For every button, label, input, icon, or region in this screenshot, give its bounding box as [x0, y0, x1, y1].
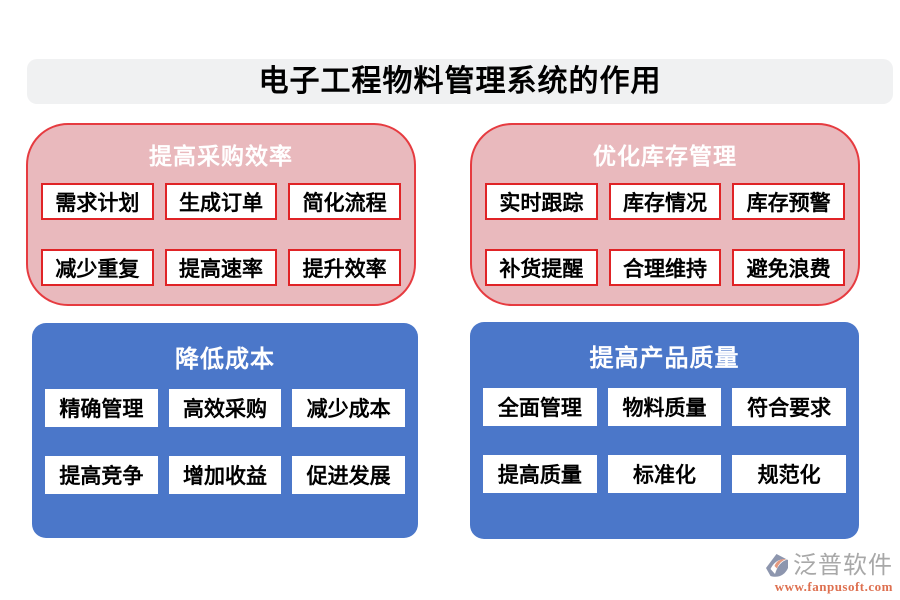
- page-title: 电子工程物料管理系统的作用: [258, 64, 662, 98]
- group-items: 精确管理 高效采购 减少成本 提高竞争 增加收益 促进发展: [32, 389, 418, 494]
- item-chip: 精确管理: [45, 389, 158, 427]
- item-chip: 生成订单: [164, 183, 278, 220]
- title-bar: 电子工程物料管理系统的作用: [27, 59, 893, 104]
- item-chip: 符合要求: [732, 388, 846, 426]
- item-chip: 全面管理: [483, 388, 597, 426]
- item-chip: 合理维持: [608, 249, 722, 286]
- item-chip: 减少重复: [41, 249, 154, 286]
- item-chip: 需求计划: [41, 183, 154, 220]
- item-chip: 物料质量: [607, 388, 722, 426]
- watermark-url: www.fanpusoft.com: [774, 579, 893, 594]
- item-chip: 实时跟踪: [485, 183, 598, 220]
- item-chip: 增加收益: [168, 456, 282, 494]
- item-chip: 库存预警: [732, 183, 845, 220]
- item-chip: 标准化: [607, 455, 722, 493]
- item-chip: 规范化: [732, 455, 846, 493]
- item-chip: 高效采购: [168, 389, 282, 427]
- item-chip: 库存情况: [608, 183, 722, 220]
- watermark: 泛普软件 www.fanpusoft.com: [764, 553, 893, 593]
- watermark-row: 泛普软件: [764, 553, 893, 579]
- group-title: 提高产品质量: [589, 344, 740, 372]
- item-chip: 促进发展: [292, 456, 405, 494]
- group-items: 全面管理 物料质量 符合要求 提高质量 标准化 规范化: [470, 388, 859, 493]
- group-title: 降低成本: [175, 345, 275, 373]
- fanpu-logo-icon: [764, 553, 790, 579]
- item-chip: 减少成本: [292, 389, 405, 427]
- item-chip: 提高竞争: [45, 456, 158, 494]
- item-chip: 提升效率: [288, 249, 401, 286]
- watermark-brand: 泛普软件: [793, 553, 893, 579]
- group-procurement-efficiency: 提高采购效率 需求计划 生成订单 简化流程 减少重复 提高速率 提升效率: [26, 123, 416, 306]
- item-chip: 补货提醒: [485, 249, 598, 286]
- group-title: 优化库存管理: [593, 143, 737, 169]
- group-items: 需求计划 生成订单 简化流程 减少重复 提高速率 提升效率: [28, 183, 414, 286]
- group-title: 提高采购效率: [149, 143, 293, 169]
- group-product-quality: 提高产品质量 全面管理 物料质量 符合要求 提高质量 标准化 规范化: [470, 322, 859, 539]
- item-chip: 避免浪费: [732, 249, 845, 286]
- item-chip: 提高速率: [164, 249, 278, 286]
- item-chip: 提高质量: [483, 455, 597, 493]
- item-chip: 简化流程: [288, 183, 401, 220]
- group-cost-reduction: 降低成本 精确管理 高效采购 减少成本 提高竞争 增加收益 促进发展: [32, 323, 418, 538]
- group-items: 实时跟踪 库存情况 库存预警 补货提醒 合理维持 避免浪费: [472, 183, 858, 286]
- group-inventory-optimization: 优化库存管理 实时跟踪 库存情况 库存预警 补货提醒 合理维持 避免浪费: [470, 123, 860, 306]
